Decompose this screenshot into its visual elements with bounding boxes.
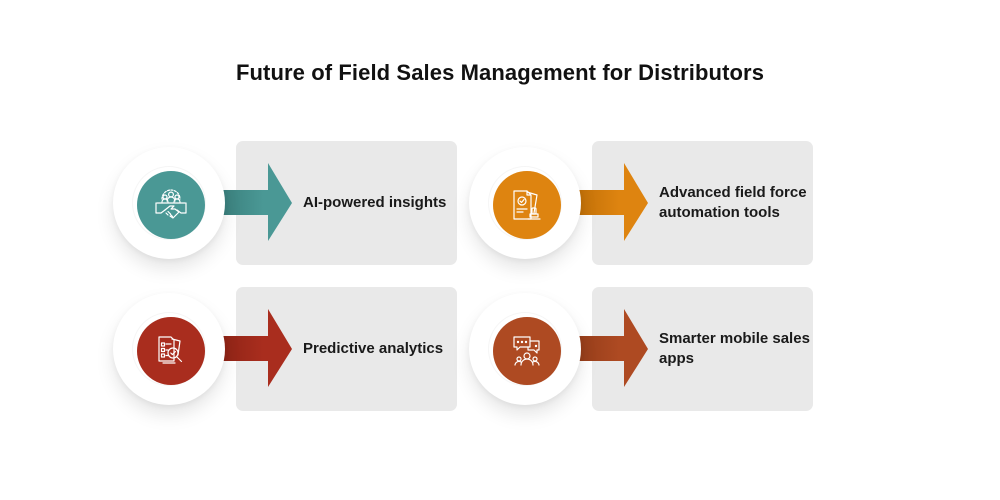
icon-disc (137, 171, 205, 239)
document-stamp-approval-icon (513, 190, 541, 220)
card-label: AI-powered insights (303, 194, 447, 211)
card-smarter-mobile-sales-apps: Smarter mobile sales apps (469, 287, 836, 413)
arrow-right-icon (576, 309, 648, 387)
card-label: Smarter mobile sales apps (659, 330, 810, 367)
card-advanced-field-force-automation: Advanced field force automation tools (469, 141, 836, 267)
icon-disc (137, 317, 205, 385)
card-label: Predictive analytics (303, 340, 444, 357)
card-ai-powered-insights: AI-powered insights (113, 141, 480, 267)
arrow-right-icon (220, 309, 292, 387)
icon-disc (493, 171, 561, 239)
chat-bubbles-people-icon (513, 336, 540, 366)
page-title: Future of Field Sales Management for Dis… (235, 60, 765, 85)
card-predictive-analytics: Predictive analytics (113, 287, 480, 413)
card-label: Advanced field force automation tools (659, 184, 807, 221)
team-handshake-gear-icon (155, 189, 187, 219)
arrow-right-icon (576, 163, 648, 241)
icon-disc (493, 317, 561, 385)
report-magnifier-check-icon (158, 336, 183, 364)
arrow-right-icon (220, 163, 292, 241)
